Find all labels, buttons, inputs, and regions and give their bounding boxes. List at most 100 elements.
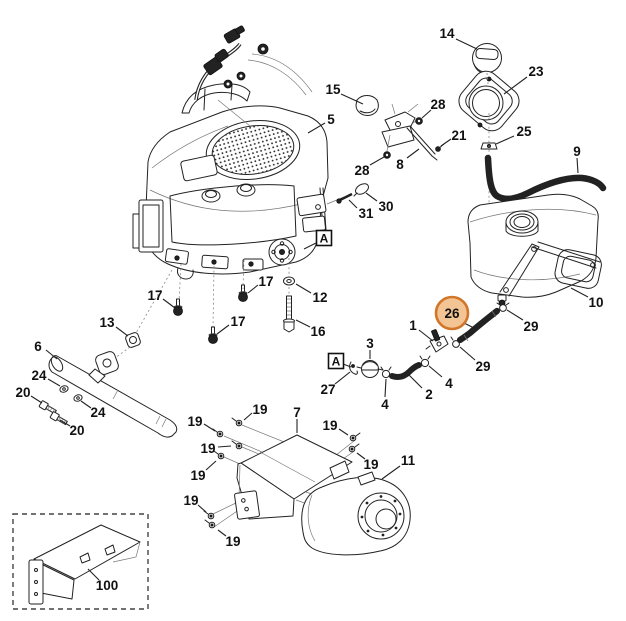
leader-line xyxy=(307,122,326,134)
washer-24-a xyxy=(59,385,69,393)
bolt-17-a xyxy=(173,298,183,316)
leader-line xyxy=(342,363,352,368)
leader-line xyxy=(356,452,366,460)
callout-19-37[interactable]: 19 xyxy=(322,418,349,436)
callout-9-9[interactable]: 9 xyxy=(573,144,581,174)
callout-31-11[interactable]: 31 xyxy=(348,199,374,221)
fuel-cap-14 xyxy=(472,43,502,75)
callout-label: 29 xyxy=(475,359,490,374)
tank-grip xyxy=(554,249,602,289)
callout-6-19[interactable]: 6 xyxy=(34,339,58,360)
callout-label: 9 xyxy=(573,144,581,159)
callout-7-32[interactable]: 7 xyxy=(293,405,301,433)
clamp-4-a xyxy=(380,366,392,379)
leader-line xyxy=(495,135,515,145)
callout-28-7[interactable]: 28 xyxy=(354,156,385,178)
callout-19-34[interactable]: 19 xyxy=(243,402,268,421)
leader-line xyxy=(80,400,92,409)
leader-line xyxy=(369,156,385,166)
callout-label: 20 xyxy=(15,385,30,400)
screw-31 xyxy=(336,192,353,204)
screw-19-h xyxy=(204,519,216,529)
callout-11-41[interactable]: 11 xyxy=(381,453,416,480)
callout-19-40[interactable]: 19 xyxy=(217,529,241,549)
callout-20-23[interactable]: 20 xyxy=(59,419,85,438)
leader-line xyxy=(45,349,58,360)
callout-17-16[interactable]: 17 xyxy=(247,274,274,294)
leader-line xyxy=(247,284,259,294)
oil-cap xyxy=(201,189,221,203)
clip-27 xyxy=(349,361,358,375)
leader-line xyxy=(348,199,358,209)
callout-2-28[interactable]: 2 xyxy=(407,373,433,402)
bolt-17-c xyxy=(208,326,218,344)
leader-line xyxy=(59,419,71,427)
detail-marker-box xyxy=(315,229,333,247)
callout-12-12[interactable]: 12 xyxy=(295,283,328,305)
callout-21-5[interactable]: 21 xyxy=(440,128,467,147)
washer-24-b xyxy=(73,394,83,402)
callout-27-26[interactable]: 27 xyxy=(320,371,351,397)
leader-line xyxy=(340,93,364,105)
callout-10-14[interactable]: 10 xyxy=(570,287,604,310)
callout-24-20[interactable]: 24 xyxy=(31,368,61,387)
highlight-circle xyxy=(434,295,470,331)
callout-17-15[interactable]: 17 xyxy=(147,288,176,309)
callout-24-22[interactable]: 24 xyxy=(80,400,106,420)
callout-28-4[interactable]: 28 xyxy=(421,97,446,119)
callout-15-2[interactable]: 15 xyxy=(325,82,364,105)
callout-3-25[interactable]: 3 xyxy=(366,336,374,359)
callout-30-10[interactable]: 30 xyxy=(365,192,394,214)
callout-19-35[interactable]: 19 xyxy=(200,441,232,456)
callout-label: 20 xyxy=(69,423,84,438)
callout-4-29[interactable]: 4 xyxy=(428,365,453,391)
callout-29-31[interactable]: 29 xyxy=(506,309,539,334)
leader-line xyxy=(243,412,253,421)
callout-29-30[interactable]: 29 xyxy=(459,346,491,374)
screw-19-e xyxy=(349,432,361,442)
callout-label: 19 xyxy=(183,493,198,508)
detail-marker-A-1[interactable]: A xyxy=(327,352,352,370)
nut-28-lower xyxy=(383,151,391,159)
highlight-label: 26 xyxy=(444,306,460,321)
engine-assembly xyxy=(132,105,345,280)
callout-19-33[interactable]: 19 xyxy=(187,414,216,432)
callout-100-42[interactable]: 100 xyxy=(87,568,118,593)
leader-line xyxy=(421,109,432,119)
vent-hose-9 xyxy=(484,154,607,203)
callout-20-21[interactable]: 20 xyxy=(15,385,43,404)
callout-23-1[interactable]: 23 xyxy=(503,64,544,95)
callout-25-8[interactable]: 25 xyxy=(495,124,532,145)
nut-13 xyxy=(125,332,141,348)
callout-label: 24 xyxy=(90,405,106,420)
callout-label: 6 xyxy=(34,339,42,354)
callout-13-18[interactable]: 13 xyxy=(99,315,129,337)
callout-4-27[interactable]: 4 xyxy=(381,378,389,412)
detail-marker-label: A xyxy=(320,231,329,245)
callout-14-0[interactable]: 14 xyxy=(439,26,478,50)
callout-label: 4 xyxy=(381,397,389,412)
callout-17-17[interactable]: 17 xyxy=(216,314,246,335)
callout-16-13[interactable]: 16 xyxy=(295,319,326,339)
callout-8-6[interactable]: 8 xyxy=(396,148,420,172)
detail-marker-A-0[interactable]: A xyxy=(303,229,333,250)
callout-label: 8 xyxy=(396,157,404,172)
detail-marker-box xyxy=(327,352,345,370)
leader-line xyxy=(303,242,317,250)
callout-1-24[interactable]: 1 xyxy=(409,318,434,342)
callout-5-3[interactable]: 5 xyxy=(307,112,335,134)
leader-line xyxy=(418,329,434,342)
screw-19-g xyxy=(203,510,215,520)
leader-line xyxy=(570,287,589,298)
callout-19-39[interactable]: 19 xyxy=(183,493,207,513)
leader-line xyxy=(407,373,423,389)
callout-19-38[interactable]: 19 xyxy=(356,452,379,472)
screw-19-c xyxy=(231,440,243,450)
highlighted-callout-26[interactable]: 26 xyxy=(434,295,479,331)
callout-label: 15 xyxy=(325,82,341,97)
callout-label: 27 xyxy=(320,382,335,397)
callout-label: 7 xyxy=(293,405,301,420)
callout-19-36[interactable]: 19 xyxy=(190,460,217,483)
